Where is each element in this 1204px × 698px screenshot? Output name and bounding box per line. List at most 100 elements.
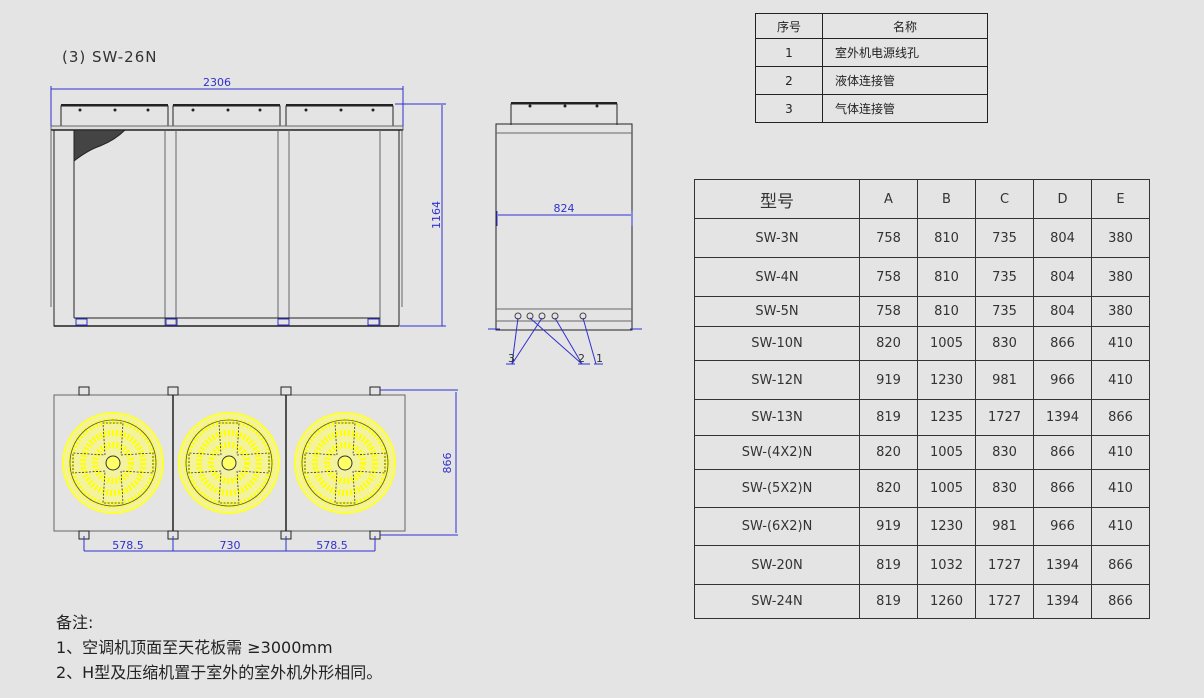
spec-value-a: 919 [859, 360, 918, 400]
spec-value-d: 966 [1033, 360, 1092, 400]
side-view [488, 102, 642, 365]
spec-value-d: 866 [1033, 469, 1092, 508]
spec-value-e: 410 [1091, 326, 1150, 361]
callout-3: 3 [508, 352, 515, 365]
spec-value-e: 866 [1091, 584, 1150, 619]
spec-value-d: 1394 [1033, 584, 1092, 619]
spec-value-c: 981 [975, 360, 1034, 400]
legend-no: 3 [755, 94, 823, 123]
spec-value-a: 820 [859, 469, 918, 508]
spec-model-cell: SW-10N [694, 326, 860, 361]
spec-value-e: 410 [1091, 360, 1150, 400]
component-legend-table: 序号 名称 1 室外机电源线孔 2 液体连接管 3 气体连接管 [755, 13, 988, 123]
spec-value-e: 410 [1091, 507, 1150, 546]
spec-value-a: 758 [859, 218, 918, 258]
fan-3-icon [294, 412, 396, 514]
spec-value-b: 1230 [917, 360, 976, 400]
note-item-2: 2、H型及压缩机置于室外的室外机外形相同。 [56, 663, 383, 682]
spec-value-b: 1235 [917, 399, 976, 436]
spec-header-d: D [1033, 179, 1092, 219]
spec-model-cell: SW-3N [694, 218, 860, 258]
legend-header-name: 名称 [822, 13, 988, 39]
spec-value-e: 866 [1091, 399, 1150, 436]
legend-header-no: 序号 [755, 13, 823, 39]
spec-model-cell: SW-24N [694, 584, 860, 619]
spec-value-e: 410 [1091, 435, 1150, 470]
spec-value-d: 804 [1033, 257, 1092, 297]
legend-row: 1 室外机电源线孔 [755, 38, 988, 67]
dim-side-824: 824 [554, 202, 575, 215]
spec-value-c: 981 [975, 507, 1034, 546]
spec-value-a: 820 [859, 326, 918, 361]
spec-value-c: 830 [975, 435, 1034, 470]
spec-value-a: 919 [859, 507, 918, 546]
spec-value-c: 735 [975, 296, 1034, 327]
top-view [53, 386, 458, 552]
spec-value-a: 819 [859, 545, 918, 585]
dim-spacing-2: 730 [220, 539, 241, 552]
spec-model-cell: SW-13N [694, 399, 860, 436]
spec-value-d: 866 [1033, 435, 1092, 470]
spec-value-a: 819 [859, 584, 918, 619]
front-view [50, 86, 446, 327]
note-item-1: 1、空调机顶面至天花板需 ≥3000mm [56, 638, 333, 657]
spec-value-b: 1260 [917, 584, 976, 619]
spec-value-d: 804 [1033, 296, 1092, 327]
spec-value-a: 758 [859, 257, 918, 297]
spec-value-d: 1394 [1033, 399, 1092, 436]
dim-depth-866: 866 [441, 453, 454, 474]
spec-value-c: 830 [975, 469, 1034, 508]
notes-heading: 备注: [56, 613, 94, 632]
dim-spacing-3: 578.5 [316, 539, 348, 552]
spec-model-cell: SW-5N [694, 296, 860, 327]
spec-header-b: B [917, 179, 976, 219]
spec-model-cell: SW-12N [694, 360, 860, 400]
spec-value-d: 966 [1033, 507, 1092, 546]
spec-value-c: 1727 [975, 545, 1034, 585]
fan-1-icon [62, 412, 164, 514]
spec-value-b: 1032 [917, 545, 976, 585]
spec-model-cell: SW-4N [694, 257, 860, 297]
spec-value-c: 1727 [975, 399, 1034, 436]
spec-value-d: 804 [1033, 218, 1092, 258]
legend-name: 气体连接管 [822, 94, 988, 123]
spec-value-b: 810 [917, 296, 976, 327]
spec-value-d: 866 [1033, 326, 1092, 361]
top-dimensions [83, 389, 458, 552]
legend-no: 1 [755, 38, 823, 67]
spec-value-b: 1005 [917, 326, 976, 361]
drawing-title: (3) SW-26N [62, 48, 158, 66]
spec-value-a: 820 [859, 435, 918, 470]
legend-name: 液体连接管 [822, 66, 988, 95]
spec-header-a: A [859, 179, 918, 219]
spec-model-cell: SW-20N [694, 545, 860, 585]
legend-row: 2 液体连接管 [755, 66, 988, 95]
spec-value-c: 1727 [975, 584, 1034, 619]
fan-2-icon [178, 412, 280, 514]
spec-value-d: 1394 [1033, 545, 1092, 585]
fan-hoods [60, 104, 394, 127]
spec-value-b: 1005 [917, 435, 976, 470]
callout-2: 2 [578, 352, 585, 365]
spec-value-e: 380 [1091, 257, 1150, 297]
spec-value-e: 410 [1091, 469, 1150, 508]
spec-value-b: 810 [917, 257, 976, 297]
spec-header-row: 型号 A B C D E [694, 179, 1150, 219]
spec-value-c: 735 [975, 218, 1034, 258]
legend-header-row: 序号 名称 [755, 13, 988, 39]
spec-value-e: 380 [1091, 296, 1150, 327]
legend-name: 室外机电源线孔 [822, 38, 988, 67]
dim-spacing-1: 578.5 [112, 539, 144, 552]
spec-value-b: 1230 [917, 507, 976, 546]
spec-model-cell: SW-(5X2)N [694, 469, 860, 508]
